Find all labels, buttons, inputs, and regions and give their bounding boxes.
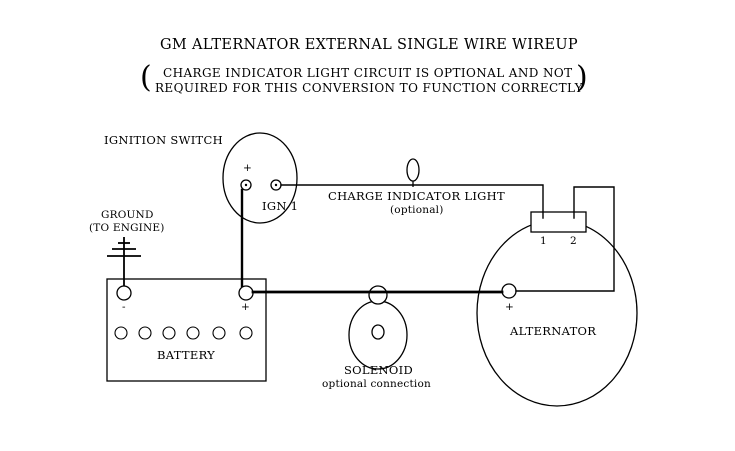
ignition-plus-label: + [243,162,252,174]
charge-light-label: CHARGE INDICATOR LIGHT [328,189,505,203]
subtitle-open-paren: ( [140,60,152,95]
solenoid-top-terminal [368,285,388,305]
alternator-terminal-2-label: 2 [570,235,577,247]
battery-cells [114,326,253,340]
battery-label: BATTERY [157,348,216,362]
ignition-terminal-plus [240,179,252,191]
ign1-label: IGN 1 [262,199,299,213]
ground-sublabel: (TO ENGINE) [89,222,165,234]
charge-light-note: (optional) [390,204,444,216]
alternator-plus-label: + [505,301,514,313]
ground-symbol [107,237,141,286]
alternator-connector [530,211,587,233]
wires [240,184,615,294]
alternator-terminal-1-label: 1 [540,235,547,247]
indicator-light-bulb [406,158,420,182]
subtitle-close-paren: ) [576,60,588,95]
page-title: GM ALTERNATOR EXTERNAL SINGLE WIRE WIREU… [160,37,578,53]
alternator-body [476,219,638,407]
ignition-switch-label: IGNITION SWITCH [104,133,223,147]
ground-label: GROUND [101,209,154,221]
battery-plus-label: + [241,301,250,313]
subtitle-line-2: REQUIRED FOR THIS CONVERSION TO FUNCTION… [155,81,583,95]
subtitle-line-1: CHARGE INDICATOR LIGHT CIRCUIT IS OPTION… [163,66,573,80]
battery-minus-label: - [122,301,126,313]
solenoid-center-stud [371,324,385,340]
alternator-label: ALTERNATOR [510,324,597,338]
solenoid-note: optional connection [322,378,431,390]
solenoid-label: SOLENOID [344,363,413,377]
